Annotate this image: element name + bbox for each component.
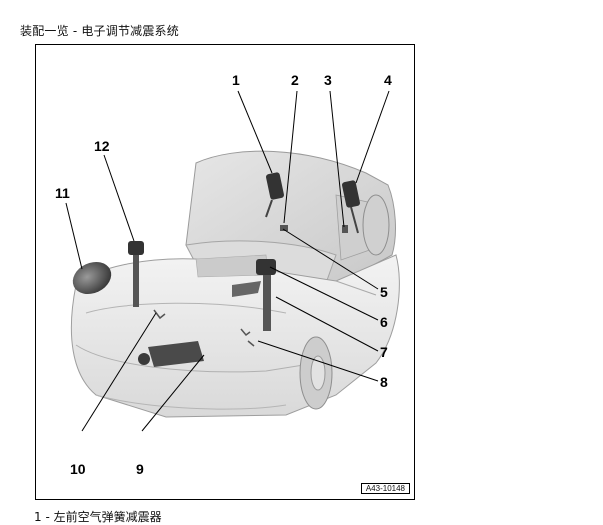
sensors xyxy=(153,225,348,347)
callout-6: 6 xyxy=(380,314,388,330)
callout-5: 5 xyxy=(380,284,388,300)
compressor xyxy=(138,341,204,367)
callout-8: 8 xyxy=(380,374,388,390)
rear-left-strut xyxy=(128,241,144,307)
callout-numbers: 1 2 3 4 5 6 7 8 9 10 11 12 xyxy=(55,72,392,477)
callout-1: 1 xyxy=(232,72,240,88)
callout-3: 3 xyxy=(324,72,332,88)
callout-10: 10 xyxy=(70,461,86,477)
figure-id-label: A43-10148 xyxy=(360,483,410,494)
callout-11: 11 xyxy=(55,185,70,201)
callout-2: 2 xyxy=(291,72,299,88)
air-tank xyxy=(72,261,112,295)
leader-lines xyxy=(65,90,390,432)
callout-4: 4 xyxy=(384,72,392,88)
callout-12: 12 xyxy=(94,138,110,154)
page-title: 装配一览 - 电子调节减震系统 xyxy=(20,24,179,38)
rear-right-strut xyxy=(232,259,276,331)
callout-7: 7 xyxy=(380,344,388,360)
assembly-figure: 1 2 3 4 5 6 7 8 9 10 11 12 A43-10148 xyxy=(35,44,415,500)
callout-9: 9 xyxy=(136,461,144,477)
car-illustration: 1 2 3 4 5 6 7 8 9 10 11 12 xyxy=(55,72,400,477)
legend-item-1: 1 - 左前空气弹簧减震器 xyxy=(34,510,162,524)
front-right-strut xyxy=(342,180,360,234)
front-left-strut xyxy=(265,172,284,218)
